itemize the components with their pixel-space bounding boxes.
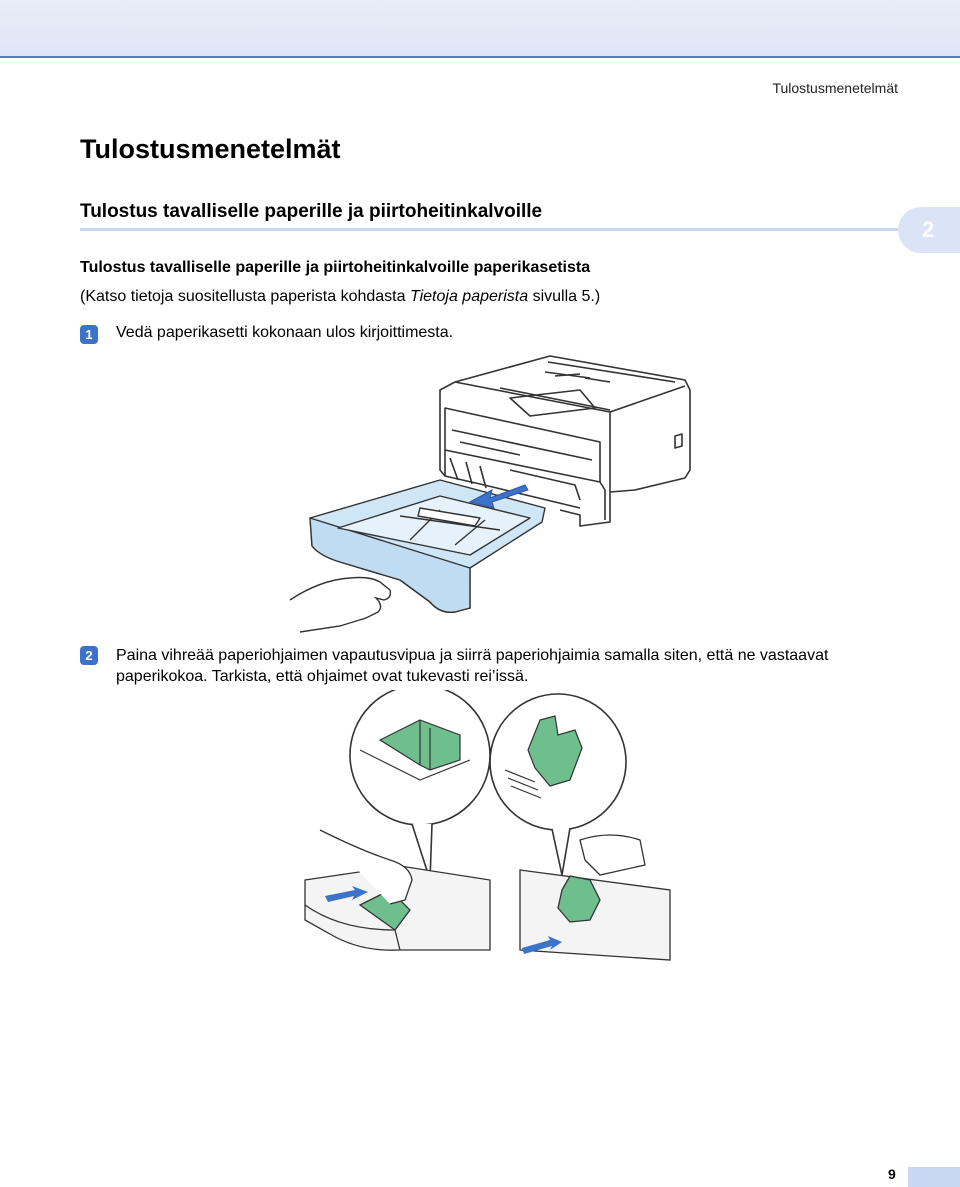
page-number: 9: [888, 1166, 896, 1182]
reference-note: (Katso tietoja suositellusta paperista k…: [80, 288, 600, 306]
note-suffix: sivulla 5.): [528, 288, 601, 305]
printer-tray-illustration: [289, 355, 691, 633]
step-text: Paina vihreää paperiohjaimen vapautusvip…: [116, 647, 829, 685]
step-text: Vedä paperikasetti kokonaan ulos kirjoit…: [116, 324, 454, 341]
note-link[interactable]: Tietoja paperista: [409, 288, 529, 305]
step-marker: 2: [80, 646, 98, 665]
running-header: Tulostusmenetelmät: [772, 80, 898, 96]
paper-guide-illustration: [304, 690, 671, 961]
step-marker: 1: [80, 325, 98, 344]
note-prefix: (Katso tietoja suositellusta paperista k…: [80, 288, 410, 305]
subsection-title: Tulostus tavalliselle paperille ja piirt…: [80, 259, 591, 276]
chapter-tab: [898, 207, 960, 253]
section-title: Tulostus tavalliselle paperille ja piirt…: [80, 201, 543, 222]
page-tab: [908, 1167, 960, 1187]
section-rule: [80, 228, 898, 231]
page-title: Tulostusmenetelmät: [80, 134, 341, 164]
chapter-number: 2: [922, 217, 935, 242]
top-band: [0, 0, 960, 58]
